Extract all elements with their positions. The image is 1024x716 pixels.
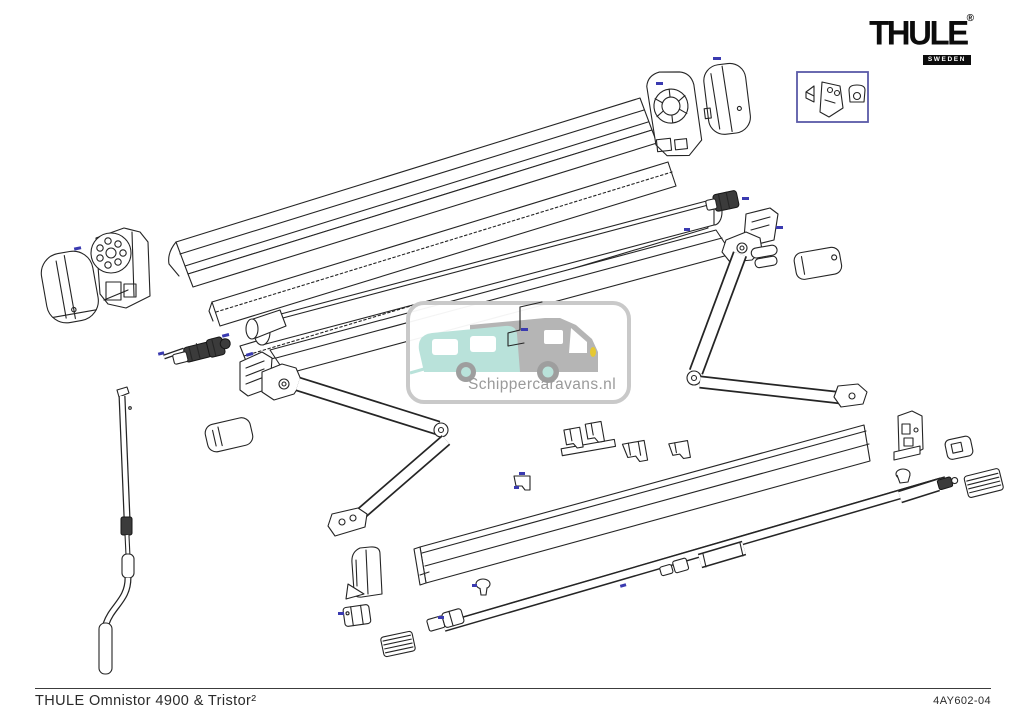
registered-mark: ® [966, 13, 974, 24]
gear-drive-unit [90, 227, 151, 309]
footer-divider [35, 688, 991, 689]
ribbed-end-plate-left [380, 630, 416, 658]
crank-handle [98, 386, 135, 675]
left-spring-arm [261, 363, 451, 537]
end-cap-screw [895, 468, 911, 484]
brand-logo-text: THULE [869, 13, 969, 52]
brand-logo: THULE® SWEDEN [869, 13, 974, 65]
right-cover-plate [793, 246, 843, 280]
rail-clamp-plate [560, 420, 617, 457]
right-end-cap-cover [703, 62, 751, 135]
motor-drive-assembly [157, 336, 231, 365]
arm-cover-cap [204, 417, 254, 453]
drawing-number: 4AY602-04 [933, 695, 991, 707]
cassette-lid-profile [168, 97, 658, 288]
roller-end-cylinder [221, 309, 287, 340]
rafter-fork-fitting [659, 557, 690, 577]
lead-rail-end-cap [345, 546, 383, 600]
right-spring-arm [684, 228, 868, 408]
junction-box [342, 604, 372, 627]
bracket-detail-box [796, 71, 869, 123]
lead-rail-profile [413, 424, 871, 586]
crank-hook [507, 301, 543, 347]
caravan-silhouette [409, 325, 520, 382]
tension-rafter-tube [426, 476, 959, 632]
round-knob [472, 578, 491, 596]
rail-clamp-small-2 [668, 440, 691, 460]
wall-bracket-right [893, 410, 924, 461]
screw-mark-right-bracket [742, 197, 749, 200]
right-gear-end-cap [646, 71, 703, 157]
right-mounting-bracket [705, 190, 740, 212]
rail-clamp-small-1 [621, 439, 649, 463]
screw-mark-left-cap [73, 246, 82, 251]
drawing-title: THULE Omnistor 4900 & Tristor² [35, 693, 257, 709]
spacer-cylinder [944, 435, 974, 460]
cassette-back-profile [208, 161, 677, 327]
ribbed-end-plate-right [963, 468, 1004, 498]
rail-clamp-small-3 [513, 472, 531, 491]
screw-mark-junction [338, 612, 344, 615]
brand-logo-sub: SWEDEN [922, 55, 971, 65]
left-end-cap-cover [40, 250, 99, 324]
watermark-badge: Schippercaravans.nl [406, 301, 631, 404]
watermark-text: Schippercaravans.nl [468, 376, 616, 393]
screw-mark-cap-cover [713, 57, 721, 60]
screw-mark-gear-cap [656, 82, 663, 85]
